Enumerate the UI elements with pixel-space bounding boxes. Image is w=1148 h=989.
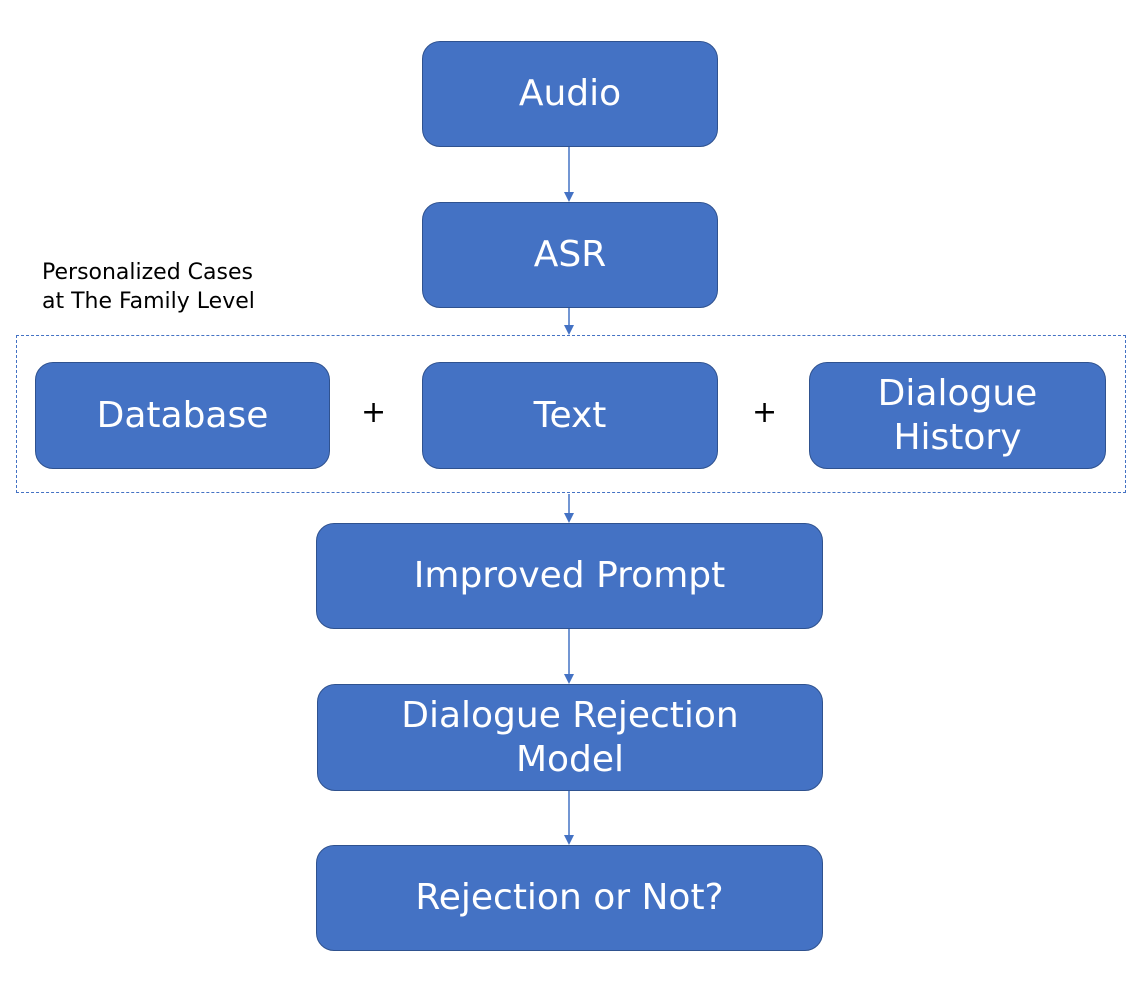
personalized-cases-group: [16, 335, 1126, 493]
dialogue-history-node: Dialogue History: [809, 362, 1106, 469]
improved-prompt-node: Improved Prompt: [316, 523, 823, 629]
rejection-or-not-node: Rejection or Not?: [316, 845, 823, 951]
improved-prompt-node-label: Improved Prompt: [413, 555, 726, 597]
asr-node-label: ASR: [533, 234, 607, 276]
text-node: Text: [422, 362, 718, 469]
database-node-label: Database: [96, 394, 269, 436]
dialogue-rejection-model-node: Dialogue Rejection Model: [317, 684, 823, 791]
dialogue-history-node-label: Dialogue History: [877, 373, 1038, 458]
plus-operator-1: +: [361, 395, 387, 430]
group-label-line-2: at The Family Level: [42, 289, 255, 315]
audio-node-label: Audio: [518, 73, 622, 115]
group-label: Personalized Cases at The Family Level: [42, 258, 255, 316]
rejection-or-not-node-label: Rejection or Not?: [415, 877, 724, 919]
text-node-label: Text: [533, 394, 607, 436]
group-label-line-1: Personalized Cases: [42, 260, 253, 285]
dialogue-rejection-model-node-label: Dialogue Rejection Model: [401, 695, 739, 780]
database-node: Database: [35, 362, 330, 469]
asr-node: ASR: [422, 202, 718, 308]
plus-operator-2: +: [752, 395, 778, 430]
audio-node: Audio: [422, 41, 718, 147]
